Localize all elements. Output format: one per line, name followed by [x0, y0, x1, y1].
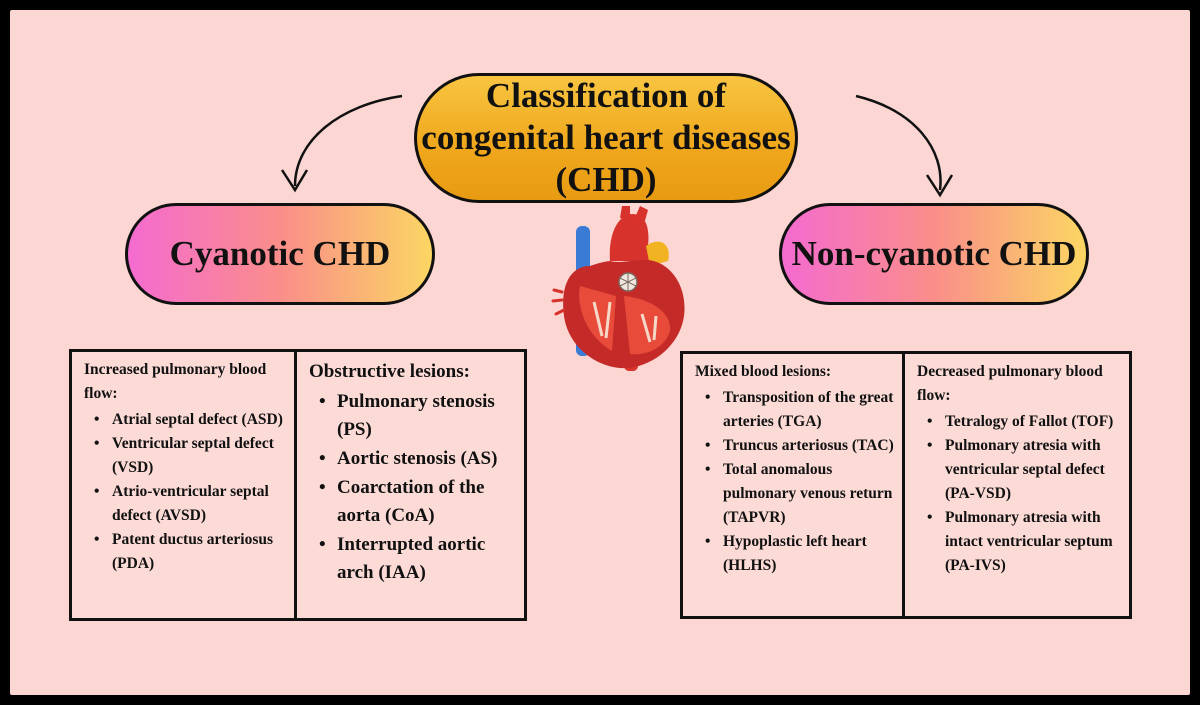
arrow-head-right-icon: [925, 174, 954, 198]
list-item: Coarctation of the aorta (CoA): [319, 474, 516, 530]
list-item: Atrio-ventricular septal defect (AVSD): [94, 480, 286, 528]
lesion-list: Atrial septal defect (ASD) Ventricular s…: [84, 408, 286, 576]
mixed-blood-lesions-column: Mixed blood lesions: Transposition of th…: [683, 354, 902, 616]
list-item: Interrupted aortic arch (IAA): [319, 531, 516, 587]
non-cyanotic-label: Non-cyanotic CHD: [791, 234, 1077, 273]
list-item: Pulmonary atresia with intact ventricula…: [927, 506, 1121, 578]
non-cyanotic-pill: Non-cyanotic CHD: [779, 203, 1089, 305]
list-item: Pulmonary stenosis (PS): [319, 388, 516, 444]
list-item: Aortic stenosis (AS): [319, 445, 516, 473]
list-item: Total anomalous pulmonary venous return …: [705, 458, 894, 530]
connector-arrows: [280, 94, 954, 198]
column-heading: Decreased pulmonary blood flow:: [917, 363, 1103, 404]
list-item: Hypoplastic left heart (HLHS): [705, 530, 894, 578]
lesion-list: Transposition of the great arteries (TGA…: [695, 386, 894, 578]
column-heading: Mixed blood lesions:: [695, 363, 832, 380]
arrow-to-cyanotic: [293, 94, 403, 187]
lesion-list: Pulmonary stenosis (PS) Aortic stenosis …: [309, 388, 516, 587]
list-item: Tetralogy of Fallot (TOF): [927, 410, 1121, 434]
cyanotic-pill: Cyanotic CHD: [125, 203, 435, 305]
title-pill: Classification of congenital heart disea…: [414, 73, 798, 203]
lesion-list: Tetralogy of Fallot (TOF) Pulmonary atre…: [917, 410, 1121, 578]
cyanotic-table: Increased pulmonary blood flow: Atrial s…: [69, 349, 527, 621]
diagram-title: Classification of congenital heart disea…: [421, 76, 791, 199]
arrow-head-left-icon: [280, 169, 309, 193]
decreased-pulmonary-flow-column: Decreased pulmonary blood flow: Tetralog…: [902, 354, 1129, 616]
column-heading: Obstructive lesions:: [309, 361, 470, 382]
list-item: Pulmonary atresia with ventricular septa…: [927, 434, 1121, 506]
list-item: Atrial septal defect (ASD): [94, 408, 286, 432]
list-item: Transposition of the great arteries (TGA…: [705, 386, 894, 434]
obstructive-lesions-column: Obstructive lesions: Pulmonary stenosis …: [294, 352, 524, 618]
increased-pulmonary-flow-column: Increased pulmonary blood flow: Atrial s…: [72, 352, 294, 618]
heart-anatomy-icon: [551, 206, 685, 371]
cyanotic-label: Cyanotic CHD: [169, 234, 391, 273]
list-item: Patent ductus arteriosus (PDA): [94, 528, 286, 576]
arrow-to-non-cyanotic: [855, 94, 942, 191]
diagram-canvas: Classification of congenital heart disea…: [10, 10, 1190, 695]
column-heading: Increased pulmonary blood flow:: [84, 361, 267, 402]
non-cyanotic-table: Mixed blood lesions: Transposition of th…: [680, 351, 1132, 619]
list-item: Truncus arteriosus (TAC): [705, 434, 894, 458]
list-item: Ventricular septal defect (VSD): [94, 432, 286, 480]
